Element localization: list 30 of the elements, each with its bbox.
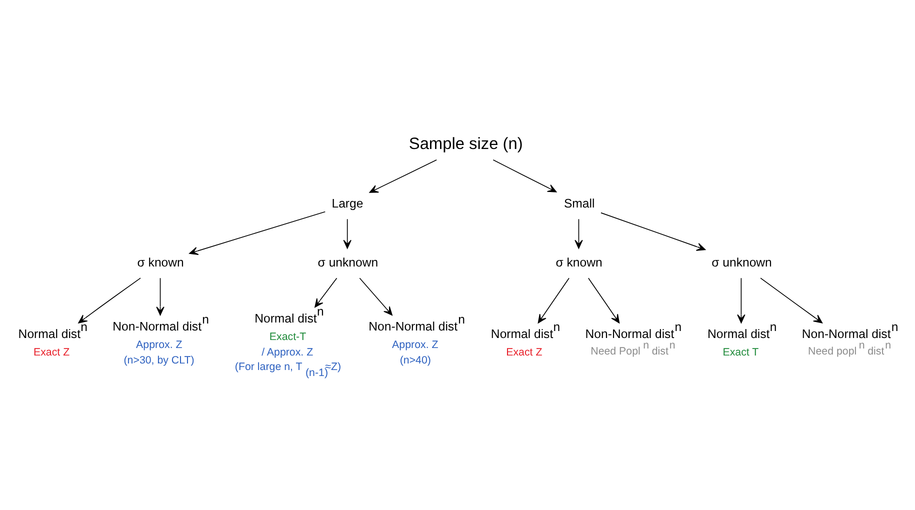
- node-label: Exact Z: [34, 346, 70, 358]
- arrow: [492, 160, 557, 192]
- arrow: [369, 160, 437, 193]
- node-text: σ unknown: [712, 255, 772, 270]
- arrow: [588, 278, 620, 324]
- arrow: [343, 218, 352, 249]
- arrow: [314, 278, 338, 308]
- arrow: [538, 278, 570, 324]
- arrow: [737, 278, 746, 324]
- node-text: σ unknown: [318, 255, 378, 270]
- node-text: Small: [564, 196, 595, 210]
- node-label: (n>40): [400, 354, 431, 367]
- arrow: [359, 278, 392, 316]
- node-label: Exact-T: [269, 330, 306, 343]
- node-text: Sample size (n): [408, 135, 523, 154]
- arrow: [78, 278, 141, 324]
- node-label: Exact Z: [506, 346, 542, 358]
- arrow: [156, 278, 164, 316]
- arrow: [760, 278, 823, 324]
- arrow: [189, 211, 326, 255]
- node-label: Approx. Z: [392, 339, 438, 352]
- node-label: / Approx. Z: [262, 346, 314, 358]
- node-text: Large: [332, 196, 364, 210]
- node-text: σ known: [137, 255, 184, 270]
- node-label: Approx. Z: [136, 339, 182, 352]
- arrow: [574, 218, 583, 249]
- node-label: Exact T: [722, 346, 759, 358]
- node-label: (n>30, by CLT): [124, 354, 194, 367]
- arrow: [600, 212, 706, 251]
- node-text: σ known: [556, 255, 602, 270]
